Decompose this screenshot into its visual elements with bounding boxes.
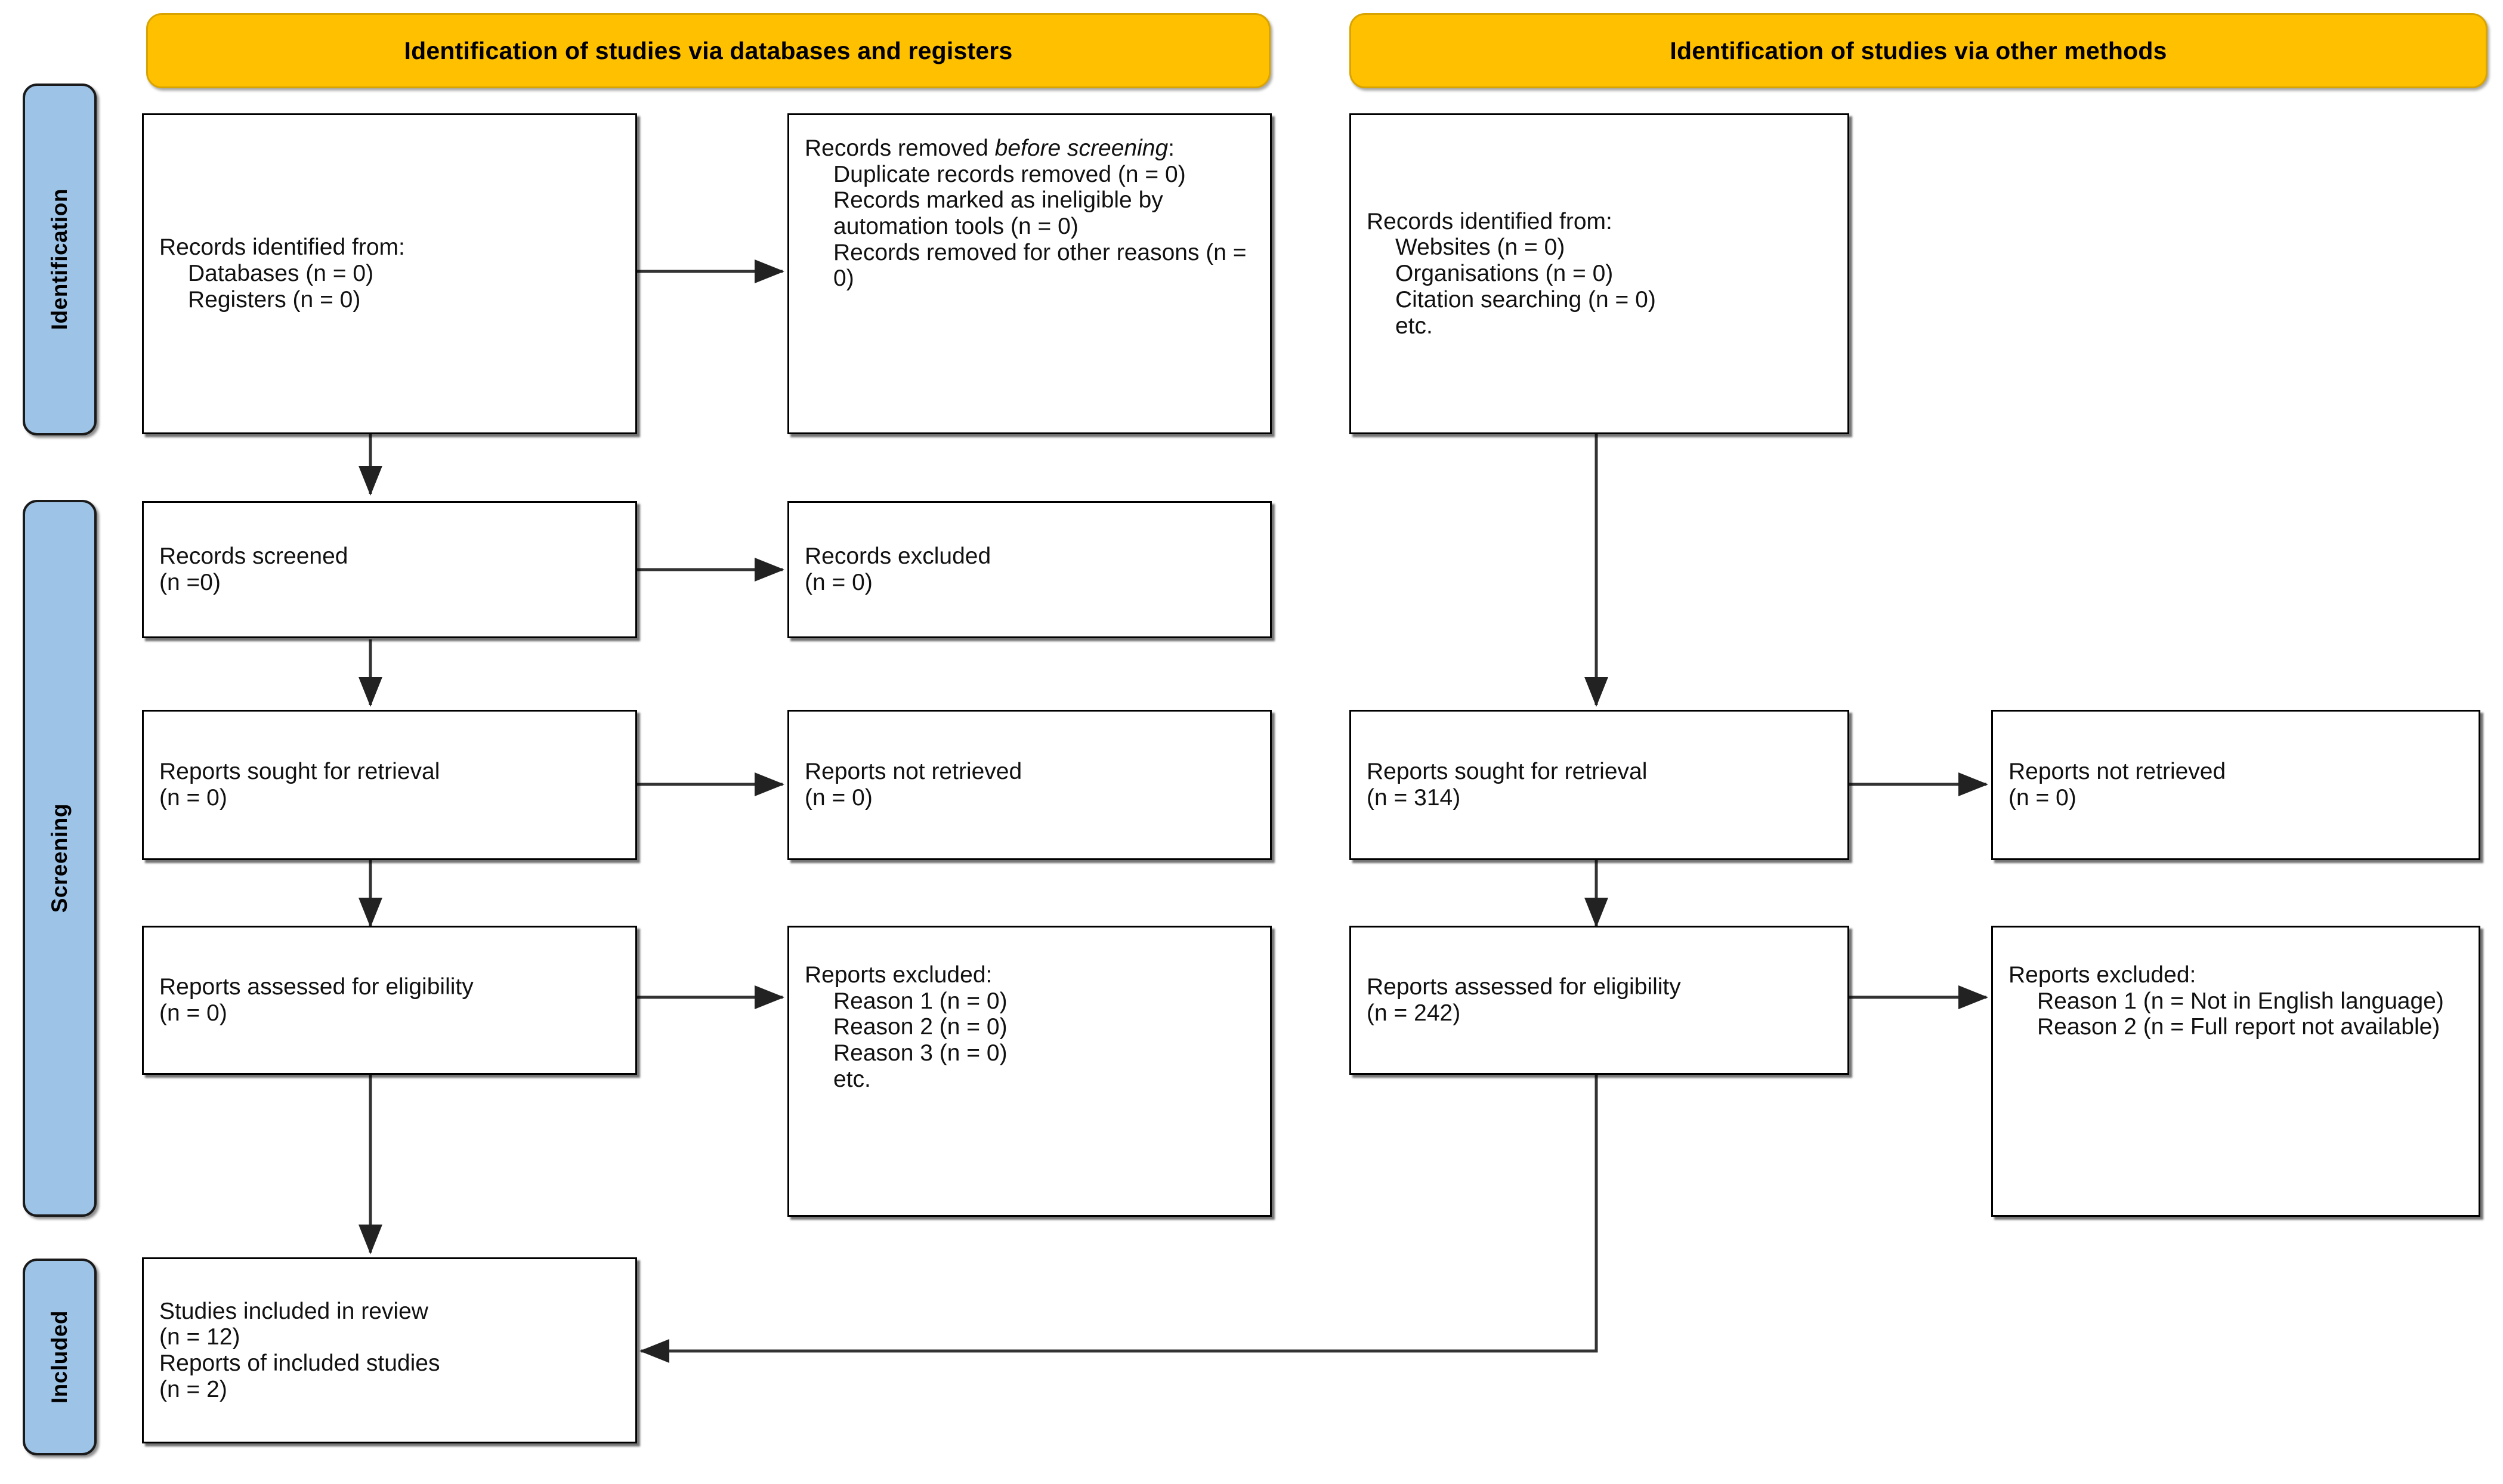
node-line: (n = 0): [2008, 785, 2076, 811]
node-line: Reason 1 (n = Not in English language): [2037, 988, 2444, 1014]
node-reports-sought-databases: Reports sought for retrieval (n = 0): [142, 710, 637, 860]
header-databases-registers: Identification of studies via databases …: [146, 13, 1271, 88]
node-records-identified-databases: Records identified from: Databases (n = …: [142, 113, 637, 434]
node-line: Databases (n = 0): [188, 261, 374, 287]
node-reports-excluded-databases: Reports excluded: Reason 1 (n = 0) Reaso…: [787, 926, 1272, 1217]
node-reports-assessed-other: Reports assessed for eligibility (n = 24…: [1349, 926, 1849, 1075]
node-line: Records excluded: [805, 543, 991, 570]
node-reports-not-retrieved-other: Reports not retrieved (n = 0): [1991, 710, 2480, 860]
node-studies-included-in-review: Studies included in review (n = 12) Repo…: [142, 1257, 637, 1443]
node-records-identified-other: Records identified from: Websites (n = 0…: [1349, 113, 1849, 434]
phase-label-screening: Screening: [23, 500, 97, 1217]
node-reports-not-retrieved-databases: Reports not retrieved (n = 0): [787, 710, 1272, 860]
node-line: Records marked as ineligible by automati…: [833, 187, 1170, 240]
node-line: Reports of included studies: [159, 1350, 440, 1376]
node-reports-sought-other: Reports sought for retrieval (n = 314): [1349, 710, 1849, 860]
node-line: Reason 1 (n = 0): [833, 988, 1008, 1014]
node-line: Reports sought for retrieval: [159, 759, 440, 785]
node-reports-excluded-other: Reports excluded: Reason 1 (n = Not in E…: [1991, 926, 2480, 1217]
node-line: Records screened: [159, 543, 348, 570]
node-line: Records identified from:: [1367, 208, 1612, 234]
phase-label-included: Included: [23, 1259, 97, 1455]
node-line: Reports sought for retrieval: [1367, 759, 1648, 785]
node-line: Citation searching (n = 0): [1395, 286, 1656, 313]
node-line: Reason 2 (n = Full report not available): [2037, 1014, 2440, 1040]
node-line: Records removed for other reasons (n = 0…: [833, 239, 1253, 292]
node-line: Reports excluded:: [805, 962, 993, 988]
node-line: (n = 242): [1367, 1000, 1461, 1026]
node-line: Reason 2 (n = 0): [833, 1014, 1008, 1040]
node-line: Registers (n = 0): [188, 286, 361, 313]
node-line: Websites (n = 0): [1395, 234, 1565, 261]
node-line: (n =0): [159, 570, 221, 595]
phase-label-identification-text: Identification: [47, 188, 72, 330]
node-line: (n = 12): [159, 1324, 240, 1350]
node-records-excluded: Records excluded (n = 0): [787, 501, 1272, 638]
node-title-records-removed: Records removed before screening:: [805, 135, 1258, 162]
node-line: Studies included in review: [159, 1298, 428, 1324]
header-databases-registers-label: Identification of studies via databases …: [404, 36, 1013, 64]
node-line: (n = 0): [805, 570, 873, 595]
node-title-plain: Records removed: [805, 135, 995, 161]
header-other-methods: Identification of studies via other meth…: [1349, 13, 2487, 88]
node-reports-assessed-databases: Reports assessed for eligibility (n = 0): [142, 926, 637, 1075]
node-line: (n = 0): [159, 1000, 227, 1026]
node-line: etc.: [1395, 313, 1433, 339]
phase-label-screening-text: Screening: [47, 803, 72, 913]
phase-label-included-text: Included: [47, 1310, 72, 1404]
node-line: Reason 3 (n = 0): [833, 1040, 1008, 1066]
node-line: Reports assessed for eligibility: [159, 974, 474, 1000]
node-line: Reports excluded:: [2008, 962, 2196, 988]
header-other-methods-label: Identification of studies via other meth…: [1670, 36, 2167, 64]
node-line: (n = 314): [1367, 785, 1461, 811]
node-title-suffix: :: [1168, 135, 1175, 161]
node-line: Organisations (n = 0): [1395, 261, 1614, 287]
node-line: etc.: [833, 1066, 871, 1092]
node-line: (n = 0): [805, 785, 873, 811]
phase-label-identification: Identification: [23, 84, 97, 435]
node-line: Reports not retrieved: [805, 759, 1022, 785]
node-title-italic: before screening: [994, 135, 1169, 161]
node-line: (n = 0): [159, 785, 227, 811]
node-line: Reports assessed for eligibility: [1367, 974, 1681, 1000]
node-line: Duplicate records removed (n = 0): [833, 161, 1186, 187]
node-records-removed-before-screening: Records removed before screening: Duplic…: [787, 113, 1272, 434]
node-line: Records identified from:: [159, 234, 405, 261]
node-line: (n = 2): [159, 1376, 227, 1402]
node-line: Reports not retrieved: [2008, 759, 2226, 785]
node-records-screened: Records screened (n =0): [142, 501, 637, 638]
